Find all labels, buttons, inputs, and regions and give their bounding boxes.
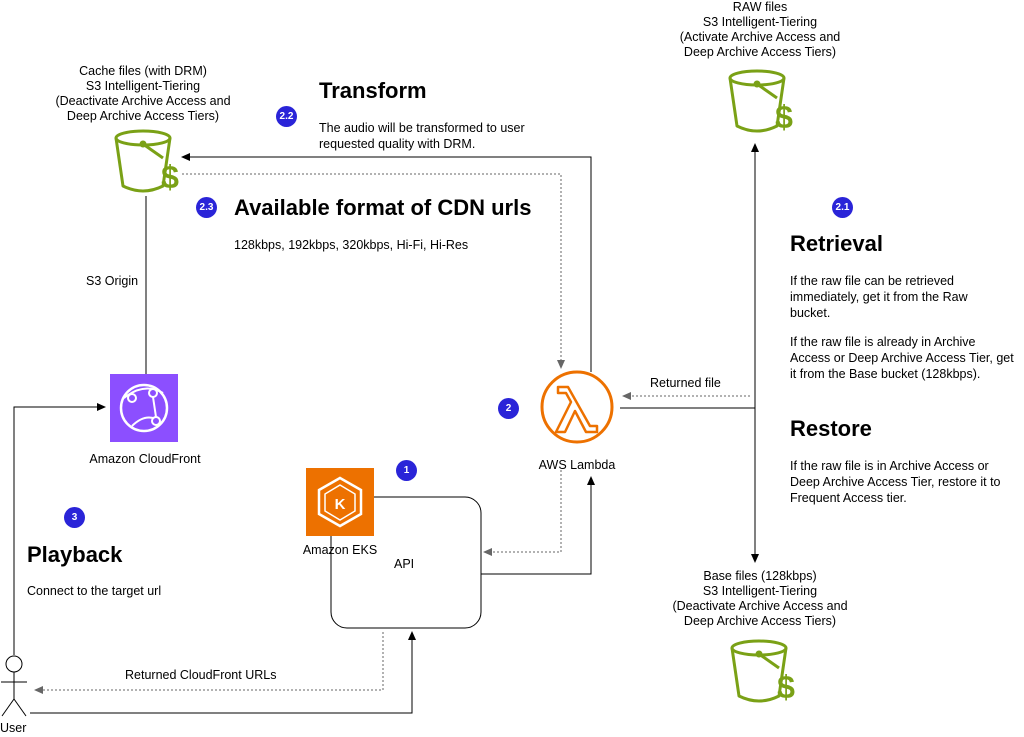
raw-bucket-label: RAW files S3 Intelligent-Tiering (Activa… xyxy=(640,0,880,60)
user-actor-icon xyxy=(1,655,27,717)
lambda-label: AWS Lambda xyxy=(538,458,616,472)
transform-step-badge: 2.2 xyxy=(276,106,297,127)
api-to-user-dotted-line xyxy=(34,632,384,694)
cache-bucket-label: Cache files (with DRM) S3 Intelligent-Ti… xyxy=(23,64,263,124)
cache-bucket-line3: (Deactivate Archive Access and xyxy=(55,94,231,108)
formats-title: Available format of CDN urls xyxy=(234,195,532,220)
playback-title: Playback xyxy=(27,542,123,567)
retrieval-title: Retrieval xyxy=(790,231,883,256)
base-bucket-line1: Base files (128kbps) xyxy=(703,569,817,583)
restore-title: Restore xyxy=(790,416,872,441)
cache-bucket-line1: Cache files (with DRM) xyxy=(79,64,207,78)
lambda-icon xyxy=(540,370,614,444)
cloudfront-icon xyxy=(110,374,178,442)
cache-bucket-icon xyxy=(114,129,181,197)
retrieval-para2: If the raw file is already in Archive Ac… xyxy=(790,335,1014,381)
eks-label: Amazon EKS xyxy=(302,543,378,557)
formats-step-badge: 2.3 xyxy=(196,197,217,218)
api-label: API xyxy=(394,557,415,571)
user-label: User xyxy=(0,721,27,735)
lambda-step-badge: 2 xyxy=(498,398,519,419)
raw-bucket-line1: RAW files xyxy=(732,0,788,14)
restore-para1: If the raw file is in Archive Access or … xyxy=(790,459,1001,505)
raw-bucket-line2: S3 Intelligent-Tiering xyxy=(702,15,818,29)
playback-desc: Connect to the target url xyxy=(27,584,162,598)
playback-step-badge: 3 xyxy=(64,507,85,528)
transform-desc-line1: The audio will be transformed to user xyxy=(319,121,525,135)
raw-bucket-line3: (Activate Archive Access and xyxy=(679,30,841,44)
eks-step-badge: 1 xyxy=(396,460,417,481)
api-box xyxy=(330,496,482,629)
raw-bucket-icon xyxy=(728,69,795,137)
transform-title: Transform xyxy=(319,78,427,103)
returned-urls-label: Returned CloudFront URLs xyxy=(125,668,277,682)
formats-list: 128kbps, 192kbps, 320kbps, Hi-Fi, Hi-Res xyxy=(234,238,469,252)
user-to-api-line xyxy=(30,631,416,714)
api-to-lambda-line xyxy=(481,476,595,575)
base-bucket-label: Base files (128kbps) S3 Intelligent-Tier… xyxy=(640,569,880,629)
retrieval-step-badge: 2.1 xyxy=(832,197,853,218)
transform-line xyxy=(181,153,592,372)
user-to-cloudfront-line xyxy=(13,403,106,655)
cdn-urls-dotted-line xyxy=(182,173,565,369)
s3-origin-label: S3 Origin xyxy=(86,274,139,289)
raw-bucket-line4: Deep Archive Access Tiers) xyxy=(683,45,837,59)
returned-file-label: Returned file xyxy=(650,376,721,390)
base-bucket-icon xyxy=(730,639,797,707)
base-bucket-line4: Deep Archive Access Tiers) xyxy=(683,614,837,628)
transform-desc-line2: requested quality with DRM. xyxy=(319,137,476,151)
lambda-to-api-dotted-line xyxy=(483,470,562,556)
retrieval-para1: If the raw file can be retrieved immedia… xyxy=(790,274,968,320)
eks-icon: K xyxy=(306,468,374,536)
base-bucket-line2: S3 Intelligent-Tiering xyxy=(702,584,818,598)
cache-bucket-line2: S3 Intelligent-Tiering xyxy=(85,79,201,93)
cache-bucket-line4: Deep Archive Access Tiers) xyxy=(66,109,220,123)
svg-text:K: K xyxy=(335,496,346,513)
cloudfront-label: Amazon CloudFront xyxy=(89,452,201,466)
base-bucket-line3: (Deactivate Archive Access and xyxy=(672,599,848,613)
